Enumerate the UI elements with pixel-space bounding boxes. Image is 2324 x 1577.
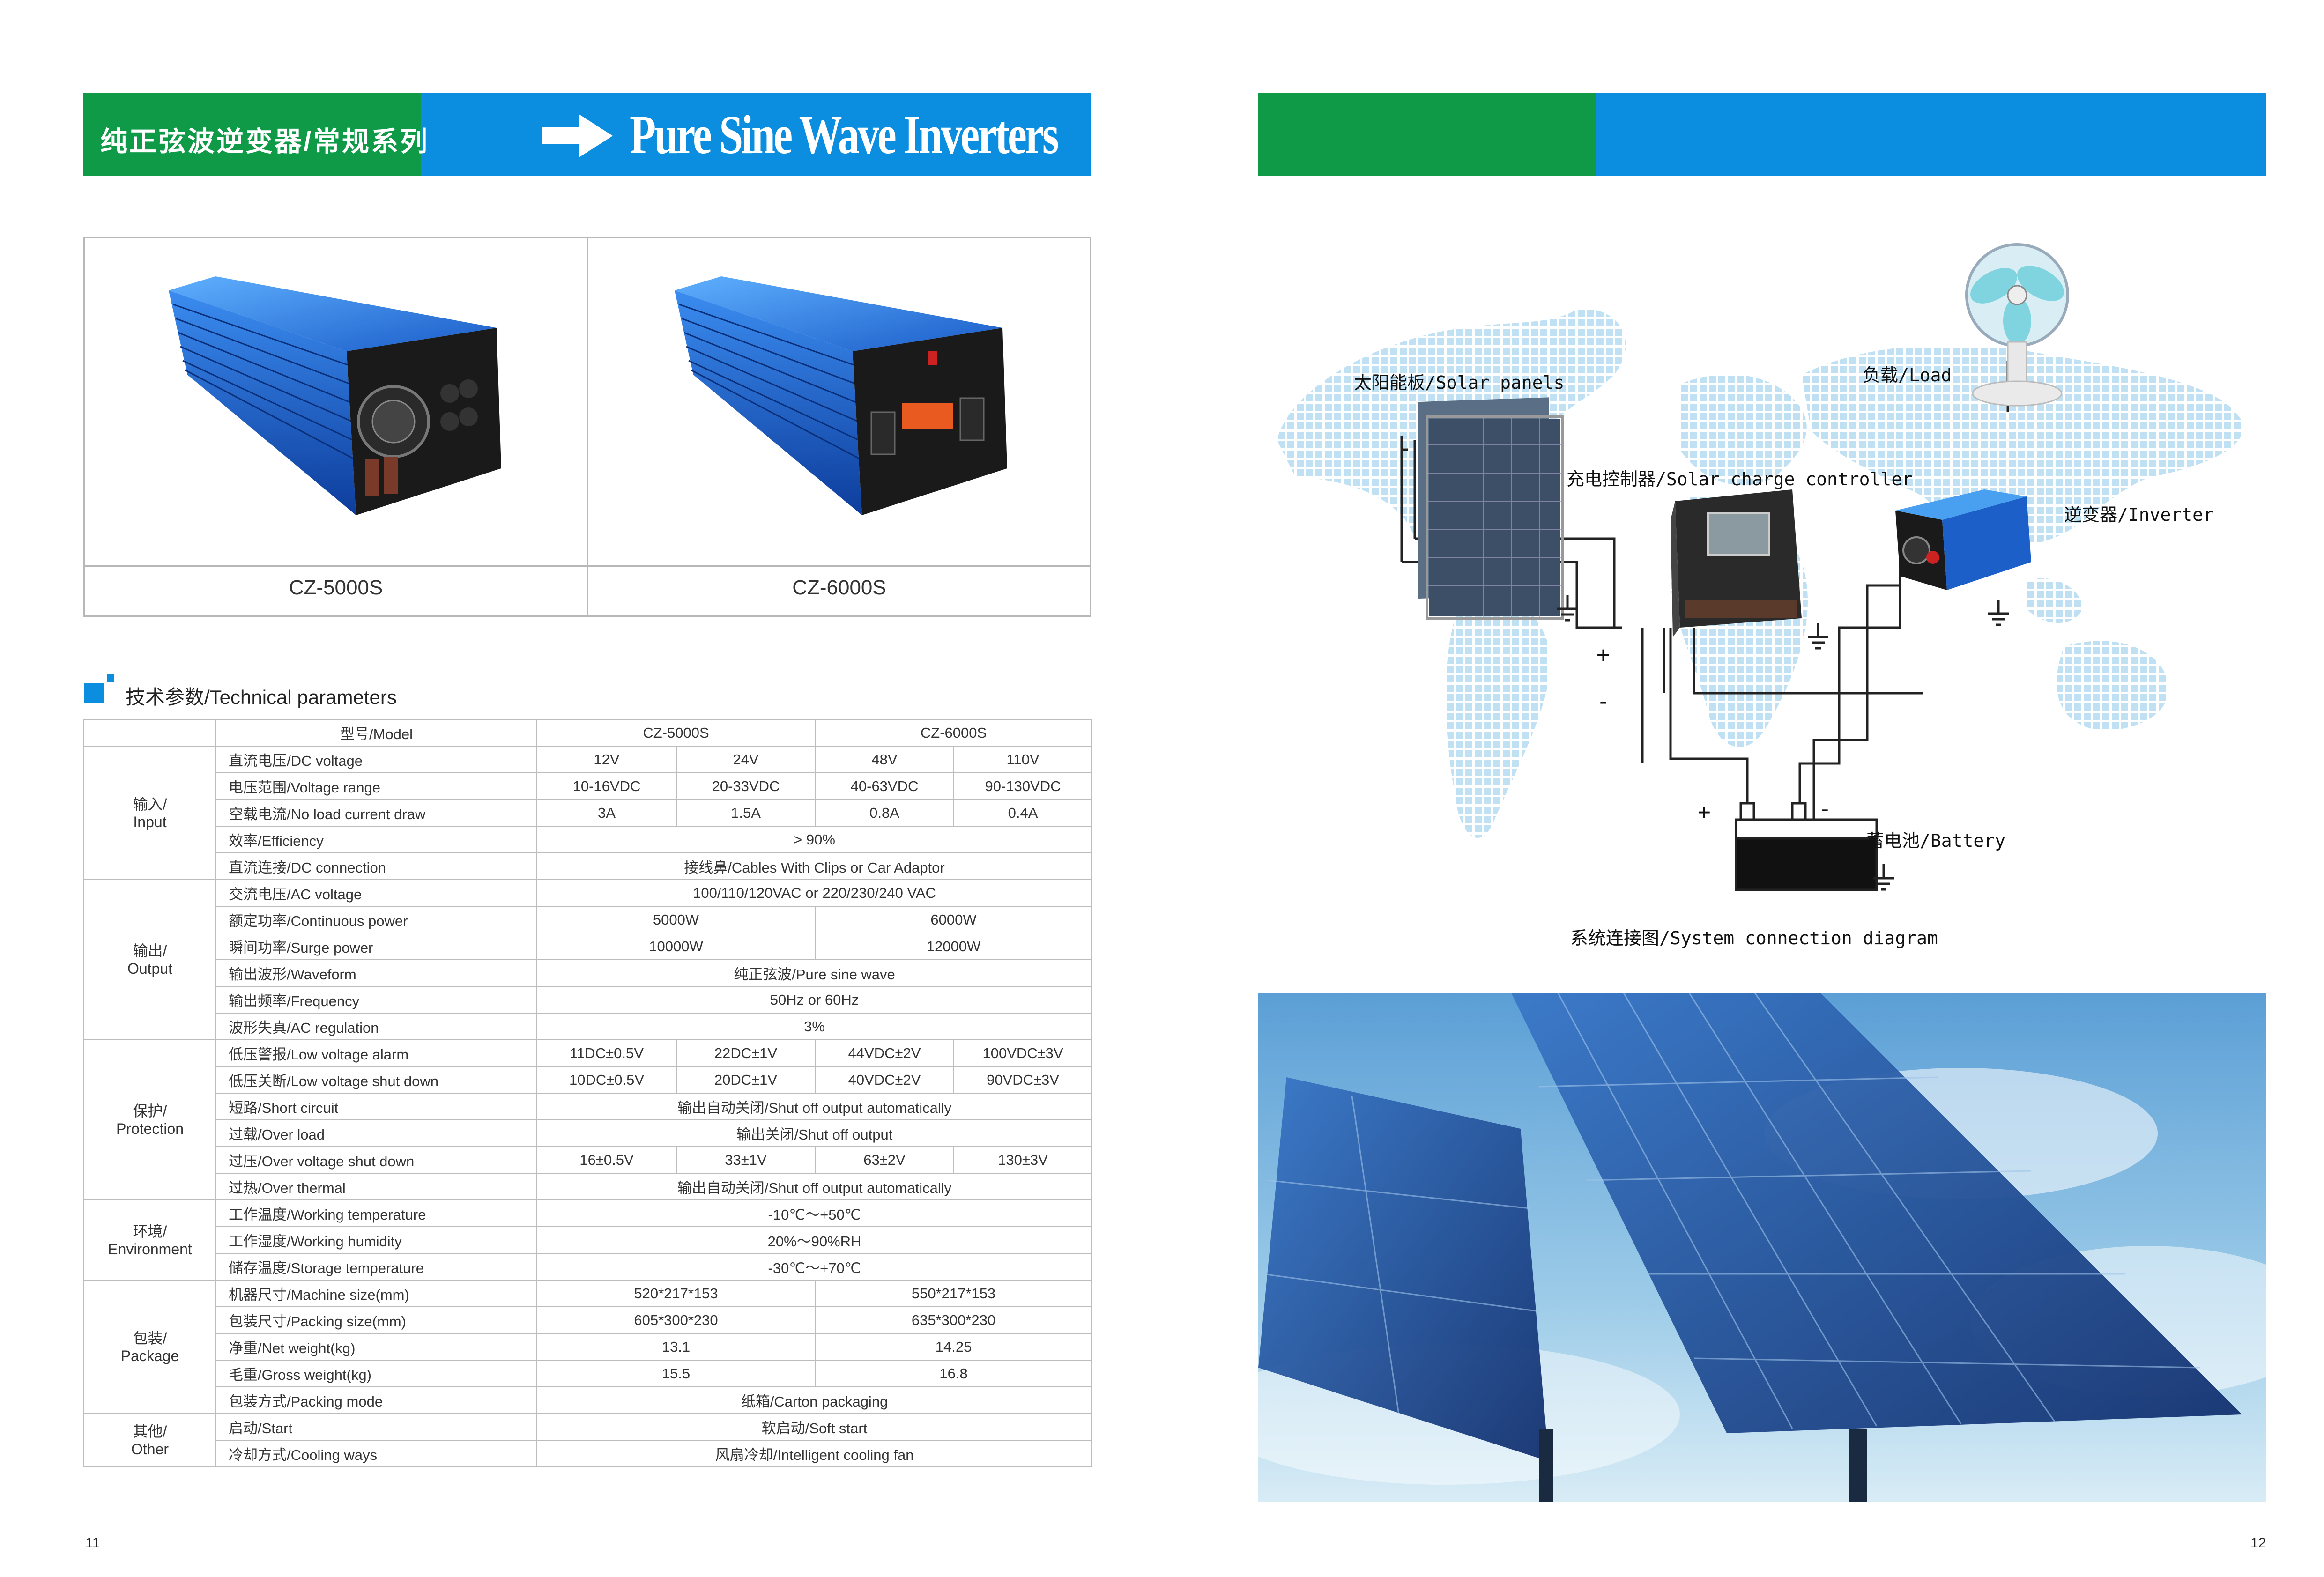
header-title-en: Pure Sine Wave Inverters [630, 104, 1059, 165]
battery-plus-sign: + [1698, 799, 1711, 824]
group-other: 其他/ Other [83, 1413, 216, 1467]
header-banner-blue-right [1596, 93, 2266, 176]
ground-icon-inverter [1988, 600, 2009, 626]
group-protection: 保护/ Protection [83, 1039, 216, 1200]
product-box-right [587, 237, 1091, 617]
table-row: 效率/Efficiency > 90% [84, 826, 1093, 853]
solar-array-photo [1258, 993, 2266, 1502]
section-title: 技术参数/Technical parameters [126, 686, 397, 708]
section-marker-small-icon [107, 674, 114, 682]
ground-icon-controller [1808, 623, 1828, 650]
table-row: 输出波形/Waveform 纯正弦波/Pure sine wave [84, 959, 1093, 987]
label-minus-sign: - [1596, 689, 1610, 715]
solar-panels-image [1418, 397, 1564, 620]
label-solar-charge-controller: 充电控制器/Solar charge controller [1567, 469, 1913, 489]
fan-load-image [1965, 243, 2069, 407]
table-row: 包装方式/Packing mode 纸箱/Carton packaging [84, 1386, 1093, 1414]
table-row: 保护/ Protection 低压警报/Low voltage alarm 11… [83, 1039, 1093, 1200]
table-row: 储存温度/Storage temperature -30℃～+70℃ [84, 1253, 1093, 1281]
section-marker-icon [84, 683, 104, 703]
arrow-right-icon [542, 112, 613, 162]
table-row: 输出/ Output 交流电压/AC voltage 100/110/120VA… [83, 879, 1093, 1040]
ground-icon-panels [1557, 595, 1578, 622]
product-model-label-right: CZ-6000S [792, 576, 886, 599]
header-banner-blue [421, 93, 1091, 176]
label-inverter: 逆变器/Inverter [2064, 504, 2214, 525]
table-row: 环境/ Environment 工作温度/Working temperature… [83, 1199, 1093, 1281]
label-battery: 蓄电池/Battery [1866, 830, 2006, 851]
inverter-image [1895, 489, 2031, 590]
ground-icon-battery [1873, 864, 1894, 891]
inverter-image-cz6000s [675, 276, 1007, 515]
group-input: 输入/ Input [83, 746, 216, 880]
spec-table: 型号/Model CZ-5000S CZ-6000S 输入/ Input 直流电… [83, 719, 1093, 1467]
table-header-cz6000s: CZ-6000S [815, 719, 1093, 747]
diagram-caption: 系统连接图/System connection diagram [1570, 928, 1938, 948]
system-connection-diagram [1277, 243, 2243, 891]
page-number-right: 12 [2250, 1535, 2266, 1551]
table-row: 直流连接/DC connection 接线鼻/Cables With Clips… [84, 852, 1093, 880]
table-row: 输出频率/Frequency 50Hz or 60Hz [84, 986, 1093, 1014]
table-row: 工作湿度/Working humidity 20%～90%RH [84, 1226, 1093, 1254]
product-model-label-left: CZ-5000S [289, 576, 383, 599]
table-row: 冷却方式/Cooling ways 风扇冷却/Intelligent cooli… [84, 1440, 1093, 1467]
label-plus-sign: + [1596, 642, 1610, 668]
table-row: 过热/Over thermal 输出自动关闭/Shut off output a… [84, 1173, 1093, 1200]
header-banner-green [83, 93, 421, 176]
table-header-row: 型号/Model CZ-5000S CZ-6000S [83, 719, 1093, 747]
table-row: 包装/ Package 机器尺寸/Machine size(mm) 520*21… [83, 1280, 1093, 1414]
table-row: 短路/Short circuit 输出自动关闭/Shut off output … [84, 1093, 1093, 1120]
header-banner-green-right [1258, 93, 1596, 176]
battery-image [1735, 802, 1878, 891]
battery-minus-sign: - [1819, 796, 1832, 822]
table-header-model: 型号/Model [215, 719, 537, 747]
group-output: 输出/ Output [83, 879, 216, 1040]
label-load: 负载/Load [1863, 365, 1952, 385]
header-title-cn: 纯正弦波逆变器/常规系列 [100, 126, 430, 157]
group-package: 包装/ Package [83, 1280, 216, 1414]
label-solar-panels: 太阳能板/Solar panels [1354, 372, 1565, 393]
product-divider-line [83, 565, 1091, 567]
table-row: 波形失真/AC regulation 3% [84, 1013, 1093, 1040]
table-header-cz5000s: CZ-5000S [536, 719, 816, 747]
group-environment: 环境/ Environment [83, 1199, 216, 1281]
table-row: 过载/Over load 输出关闭/Shut off output [84, 1119, 1093, 1147]
page-number-left: 11 [85, 1535, 100, 1551]
inverter-image-cz5000s [169, 276, 501, 515]
table-row: 其他/ Other 启动/Start 软启动/Soft start [83, 1413, 1093, 1467]
solar-charge-controller-image [1671, 489, 1802, 637]
